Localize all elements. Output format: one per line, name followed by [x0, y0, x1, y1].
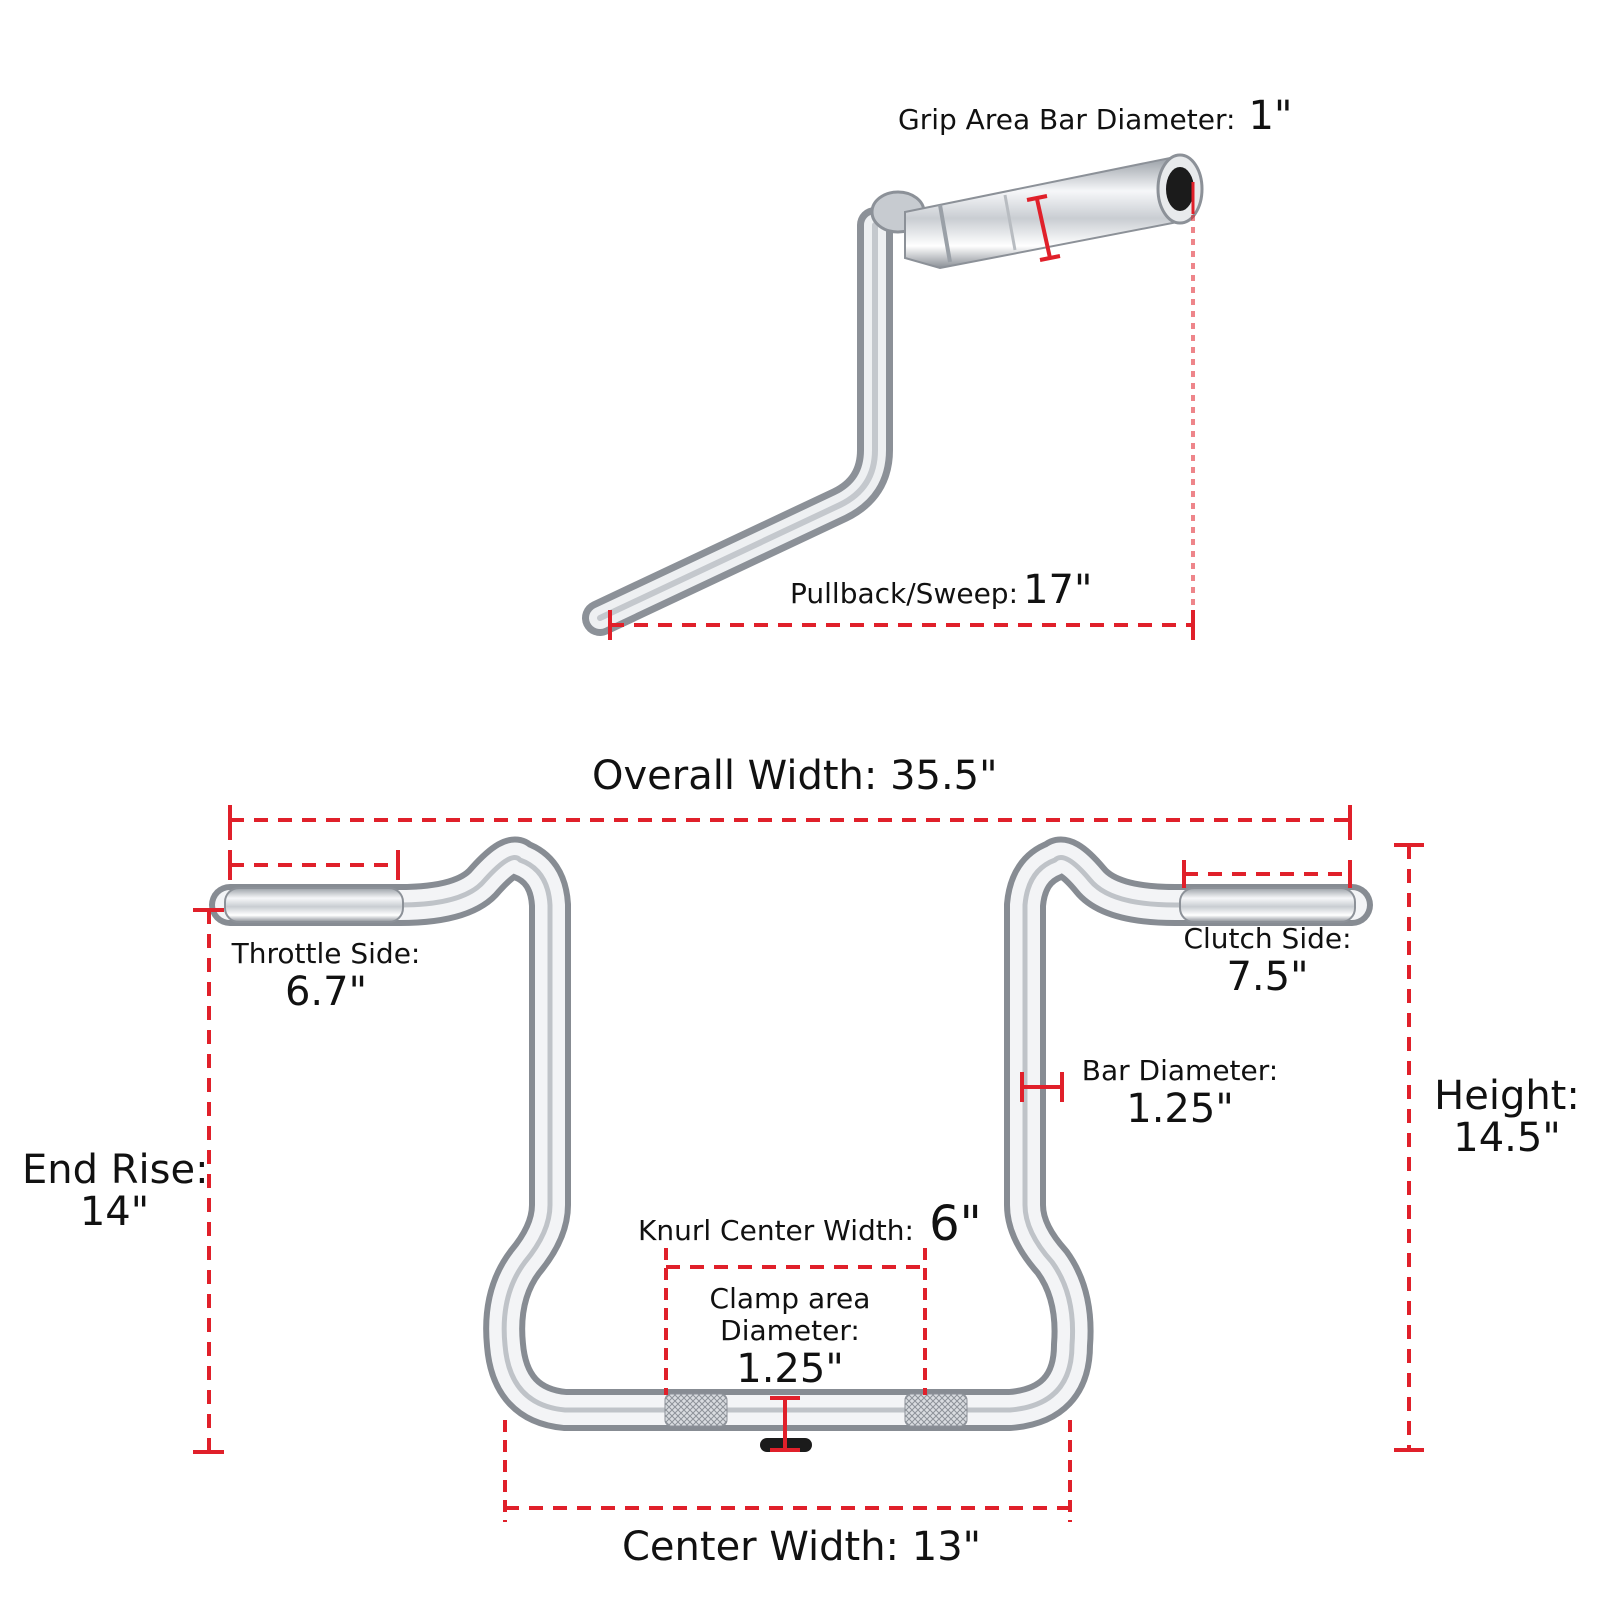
- throttle-side-label: Throttle Side:: [231, 937, 421, 970]
- clamp-area-group: Clamp area Diameter: 1.25": [680, 1282, 900, 1392]
- center-width-label: Center Width: 13": [622, 1524, 982, 1570]
- pullback-value: 17": [1023, 567, 1093, 613]
- top-dimension-lines: [608, 182, 1195, 640]
- height-label: Height:: [1434, 1073, 1580, 1119]
- bottom-dimension-lines: [193, 805, 1424, 1522]
- handlebar-front-view: [209, 836, 1373, 1452]
- clutch-grip-area: [1179, 887, 1356, 923]
- throttle-side-group: Throttle Side: 6.7": [226, 937, 426, 1015]
- height-group: Height: 14.5": [1432, 1076, 1582, 1158]
- knurl-center-width-group: Knurl Center Width: 6": [638, 1200, 982, 1248]
- throttle-side-value: 6.7": [284, 969, 367, 1015]
- bar-diameter-group: Bar Diameter: 1.25": [1075, 1054, 1285, 1132]
- height-value: 14.5": [1453, 1115, 1561, 1161]
- grip-diameter-value: 1": [1248, 93, 1293, 139]
- bar-diameter-value: 1.25": [1126, 1086, 1234, 1132]
- end-rise-label: End Rise:: [22, 1147, 209, 1193]
- grip-diameter-label: Grip Area Bar Diameter:: [898, 103, 1236, 136]
- end-rise-group: End Rise: 14": [22, 1147, 209, 1235]
- clamp-area-value: 1.25": [736, 1346, 844, 1392]
- end-rise-value: 14": [79, 1189, 150, 1235]
- left-knurl: [664, 1393, 728, 1427]
- handlebar-side-view: [582, 153, 1204, 636]
- pullback-label-group: Pullback/Sweep: 17": [790, 570, 1092, 610]
- overall-width-label: Overall Width: 35.5": [592, 753, 998, 799]
- knurl-center-width-label: Knurl Center Width:: [638, 1214, 914, 1247]
- grip-diameter-label-group: Grip Area Bar Diameter: 1": [898, 96, 1292, 136]
- clamp-area-line2: Diameter:: [720, 1314, 860, 1347]
- clutch-side-value: 7.5": [1226, 954, 1309, 1000]
- right-knurl: [904, 1393, 968, 1427]
- clutch-side-label: Clutch Side:: [1183, 922, 1352, 955]
- knurl-center-width-value: 6": [929, 1196, 982, 1252]
- clamp-area-line1: Clamp area: [709, 1282, 871, 1315]
- pullback-label: Pullback/Sweep:: [790, 577, 1019, 610]
- throttle-grip-area: [224, 887, 404, 923]
- grip-diameter-marker: [1035, 198, 1052, 259]
- bar-diameter-label: Bar Diameter:: [1081, 1054, 1279, 1087]
- clutch-side-group: Clutch Side: 7.5": [1180, 922, 1355, 1000]
